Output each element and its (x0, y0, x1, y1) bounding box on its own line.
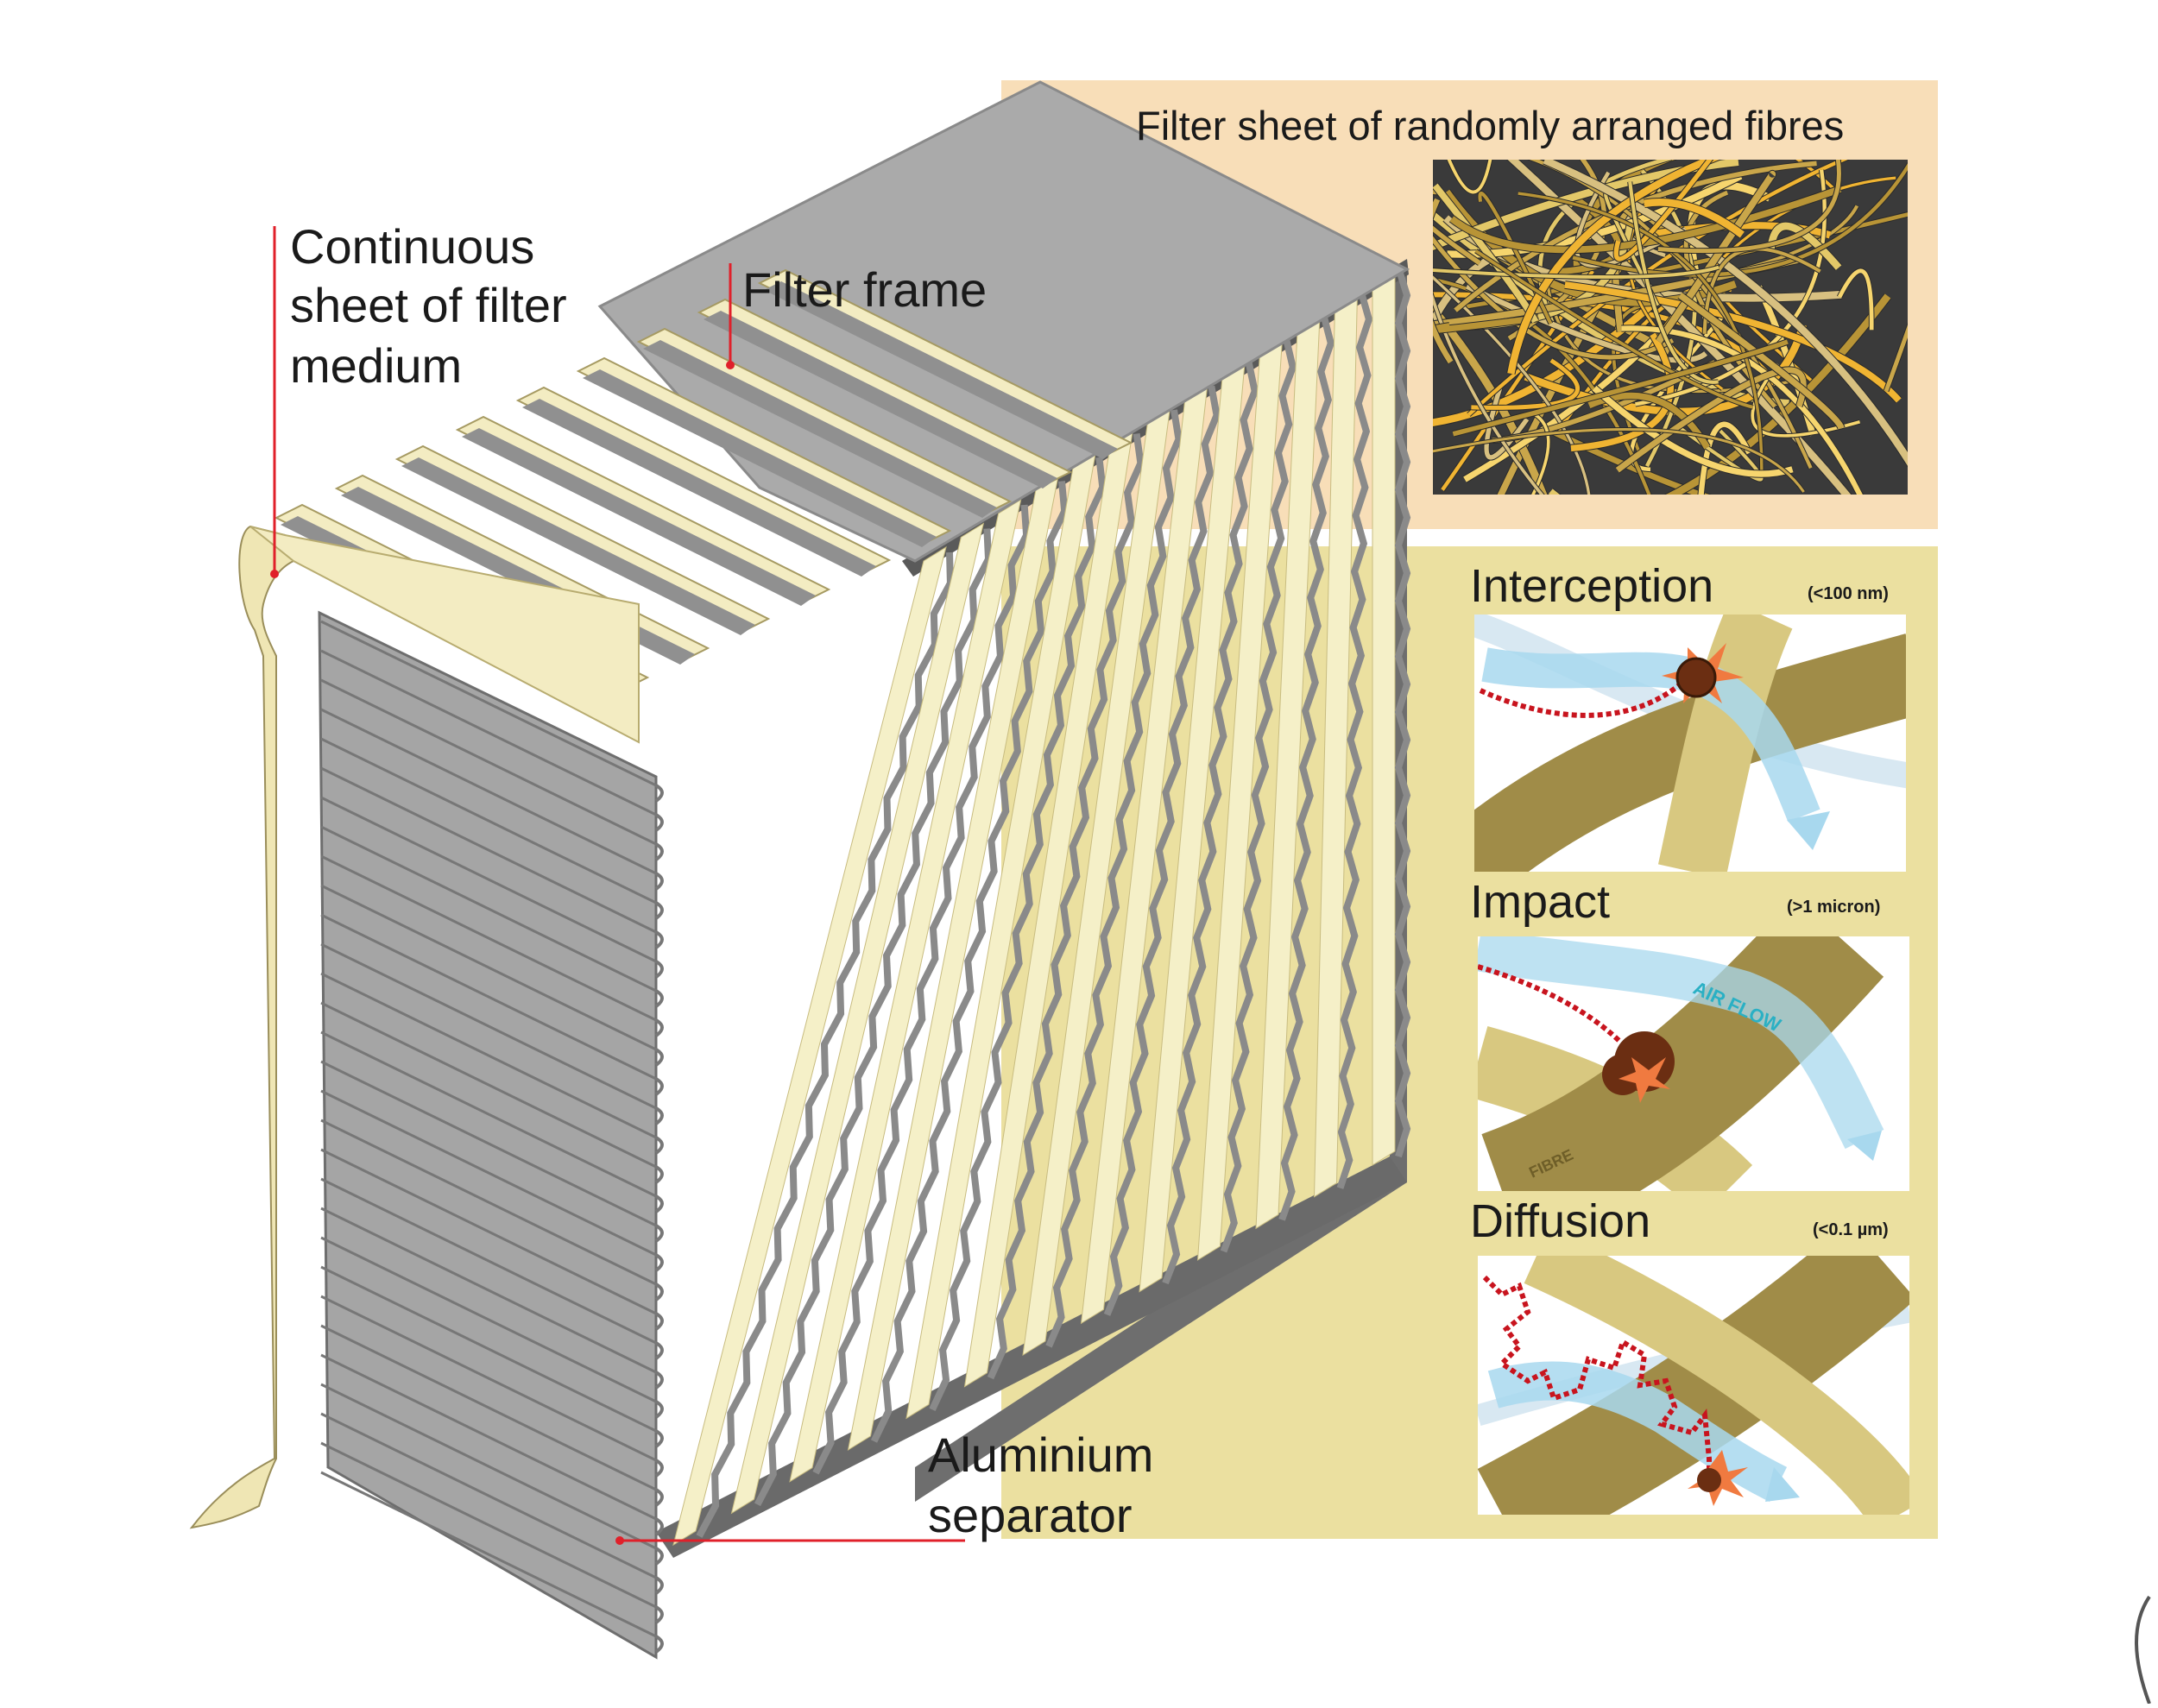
separator-wave (1162, 362, 1259, 1285)
fibre-strand (1657, 160, 1841, 254)
fibre-strand (1433, 293, 1544, 495)
fibre-strand (1433, 265, 1719, 279)
fibre-strand (1546, 426, 1710, 495)
fibre-strand (1449, 186, 1842, 254)
mechanism-interception-title: Interception (1470, 560, 1714, 612)
fibre-strand (1678, 292, 1845, 430)
separator-wave (812, 504, 1031, 1475)
pleat-strip (1372, 262, 1396, 1166)
label-continuous-sheet-line1: Continuous (290, 219, 535, 274)
fibre-strand (1676, 425, 1764, 482)
fibre-strand (1447, 160, 1492, 194)
fibre-strand (1530, 411, 1550, 495)
random-fibres-image (1433, 160, 1908, 495)
fibre-strand (1433, 427, 1805, 493)
separator-wave (1336, 290, 1373, 1189)
fibre-strand (1507, 160, 1720, 375)
fibre-strand (1592, 385, 1794, 477)
label-continuous-sheet-line2: sheet of filter (290, 278, 567, 332)
fibre-strand (1564, 281, 1902, 403)
fibre-strand (1452, 339, 1789, 437)
label-filter-frame: Filter frame (742, 262, 988, 317)
fibre-strand (1471, 358, 1580, 410)
fibre-strand (1698, 421, 1752, 495)
fibre-strand (1767, 222, 1842, 270)
separator-wave (696, 551, 954, 1538)
mechanism-diffusion-size: (<0.1 µm) (1813, 1220, 1889, 1239)
fibre-strand (1570, 332, 1675, 452)
fibre-strand (1613, 160, 1713, 262)
filter-frame-top (597, 80, 1410, 563)
pleat-strip (672, 545, 947, 1547)
fibre-strand (1665, 293, 1891, 495)
fibre-strand (1433, 303, 1548, 495)
pleat-columns (672, 262, 1411, 1547)
separator-wave (870, 481, 1069, 1443)
fibre-strand (1433, 275, 1591, 495)
separator-wave (754, 528, 993, 1507)
fibre-strand (1518, 192, 1764, 470)
label-aluminium-line1: Aluminium (928, 1428, 1154, 1482)
separator-wave (1103, 385, 1221, 1316)
interception-illustration (1474, 615, 1906, 872)
fibre-strand (1474, 249, 1754, 409)
mechanism-diffusion-title: Diffusion (1470, 1195, 1651, 1247)
label-aluminium-line2: separator (928, 1488, 1133, 1542)
separator-wave (1045, 409, 1183, 1348)
impact-illustration: AIR FLOW FIBRE (1478, 936, 1909, 1191)
separator-wave (987, 432, 1145, 1380)
fibre-strand (1628, 181, 1719, 384)
mechanism-impact-title: Impact (1470, 876, 1611, 928)
pleat-strip (730, 522, 985, 1515)
fibre-strand (1433, 189, 1481, 266)
separator-wave (929, 457, 1107, 1412)
label-fibre-sheet-title: Filter sheet of randomly arranged fibres (1136, 103, 1845, 148)
filter-illustration (189, 80, 1411, 1660)
separator-wave (1278, 313, 1335, 1221)
fibre-strand (1543, 160, 1908, 467)
fibre-strand (1433, 198, 1454, 364)
filter-medium-sheet (189, 525, 295, 1529)
pleat-strip (789, 498, 1022, 1483)
mechanism-interception-size: (<100 nm) (1808, 584, 1889, 603)
fibre-strand (1837, 268, 1874, 331)
fibre-strand (1644, 199, 1745, 238)
front-separators (318, 610, 664, 1660)
label-continuous-sheet-line3: medium (290, 338, 463, 393)
separator-wave (1394, 266, 1411, 1158)
fibre-strand (1884, 325, 1908, 392)
leader-lines (270, 226, 965, 1545)
separator-wave (1220, 337, 1297, 1253)
mechanism-impact-size: (>1 micron) (1787, 898, 1881, 917)
diffusion-illustration (1478, 1256, 1909, 1515)
fibre-strand (1702, 247, 1821, 334)
